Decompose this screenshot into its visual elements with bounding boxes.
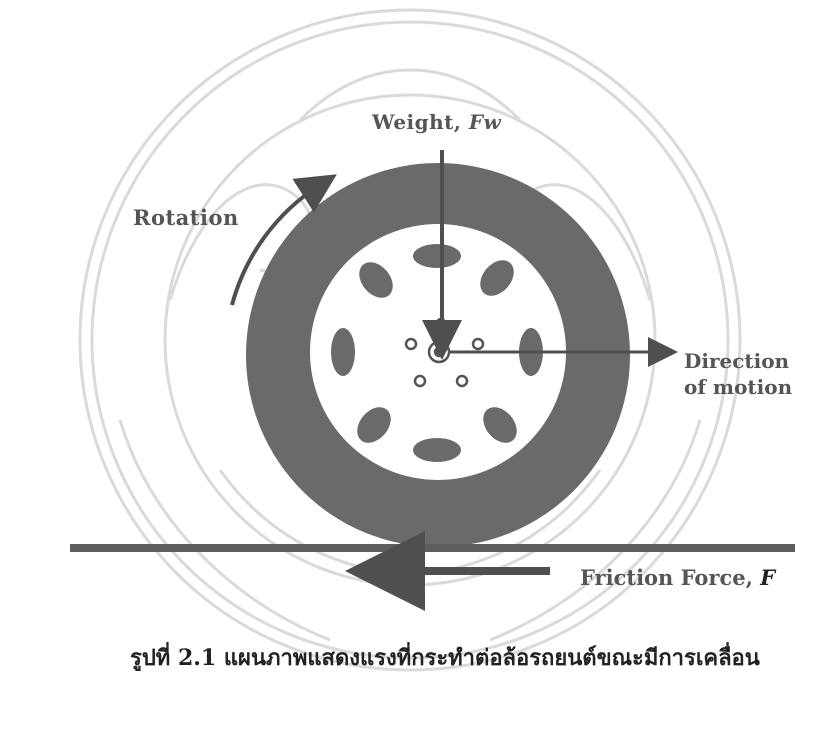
weight-label: Weight, Fw (372, 110, 501, 134)
weight-symbol: Fw (469, 110, 501, 134)
friction-symbol: F (760, 565, 775, 590)
direction-label-line1: Direction (684, 348, 792, 374)
direction-label-line2: of motion (684, 374, 792, 400)
ground-line (70, 544, 795, 552)
rotation-label: Rotation (133, 205, 239, 230)
direction-of-motion-label: Direction of motion (684, 348, 792, 400)
weight-label-text: Weight, (372, 110, 469, 134)
figure-caption: รูปที่ 2.1 แผนภาพแสดงแรงที่กระทำต่อล้อรถ… (130, 640, 760, 675)
friction-label-text: Friction Force, (580, 565, 760, 590)
friction-force-label: Friction Force, F (580, 565, 775, 590)
